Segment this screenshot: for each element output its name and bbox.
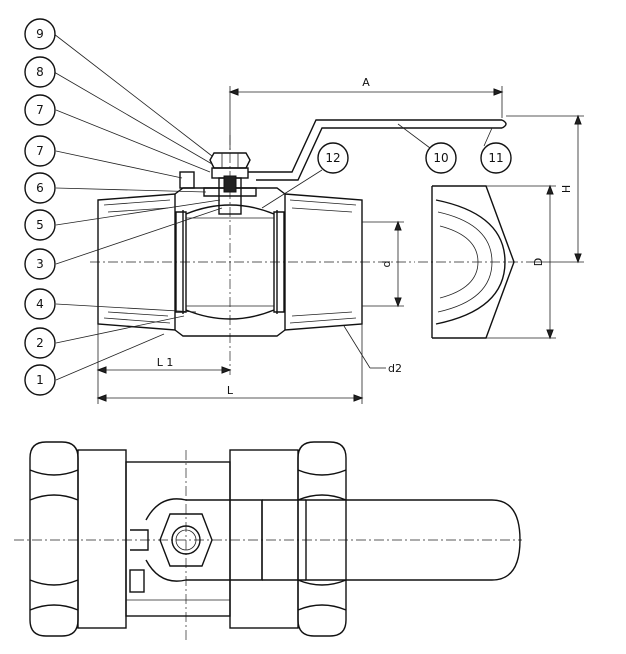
callout-6-label: 6 [36,181,44,195]
callout-bubble-12: 12 [317,142,349,174]
callout-7a-label: 7 [36,103,44,117]
dim-d2-label: d2 [388,362,402,375]
callout-8-label: 8 [36,65,44,79]
callout-bubble-2: 2 [24,327,56,359]
callout-3-label: 3 [36,257,44,271]
callout-bubble-7b: 7 [24,135,56,167]
dim-l1-label: L 1 [157,356,174,369]
callout-bubbles: 9 8 7 7 6 5 3 4 [24,18,512,396]
dimension-lines [96,86,584,404]
callout-bubble-4: 4 [24,288,56,320]
dim-h-label: H [560,185,573,193]
callout-bubble-8: 8 [24,56,56,88]
dim-d-bore-label: d [380,261,393,268]
callout-10-label: 10 [433,151,448,165]
callout-bubble-9: 9 [24,18,56,50]
valve-section-view [90,119,507,375]
dim-l-label: L [227,384,234,397]
leader-lines [53,33,493,381]
callout-bubble-7a: 7 [24,94,56,126]
callout-1-label: 1 [36,373,44,387]
dim-a-label: A [362,76,370,89]
callout-bubble-6: 6 [24,172,56,204]
callout-bubble-5: 5 [24,209,56,241]
callout-4-label: 4 [36,297,44,311]
callout-12-label: 12 [325,151,340,165]
callout-bubble-10: 10 [425,142,457,174]
dim-d-outer-label: D [532,258,545,266]
callout-bubble-1: 1 [24,364,56,396]
callout-2-label: 2 [36,336,44,350]
callout-bubble-11: 11 [480,142,512,174]
callout-bubble-3: 3 [24,248,56,280]
callout-7b-label: 7 [36,144,44,158]
callout-9-label: 9 [36,27,44,41]
callout-11-label: 11 [488,151,503,165]
callout-5-label: 5 [36,218,44,232]
valve-end-view [418,185,530,339]
dimension-labels: A H D d d2 L 1 L [157,76,573,397]
valve-plan-view [14,441,522,640]
